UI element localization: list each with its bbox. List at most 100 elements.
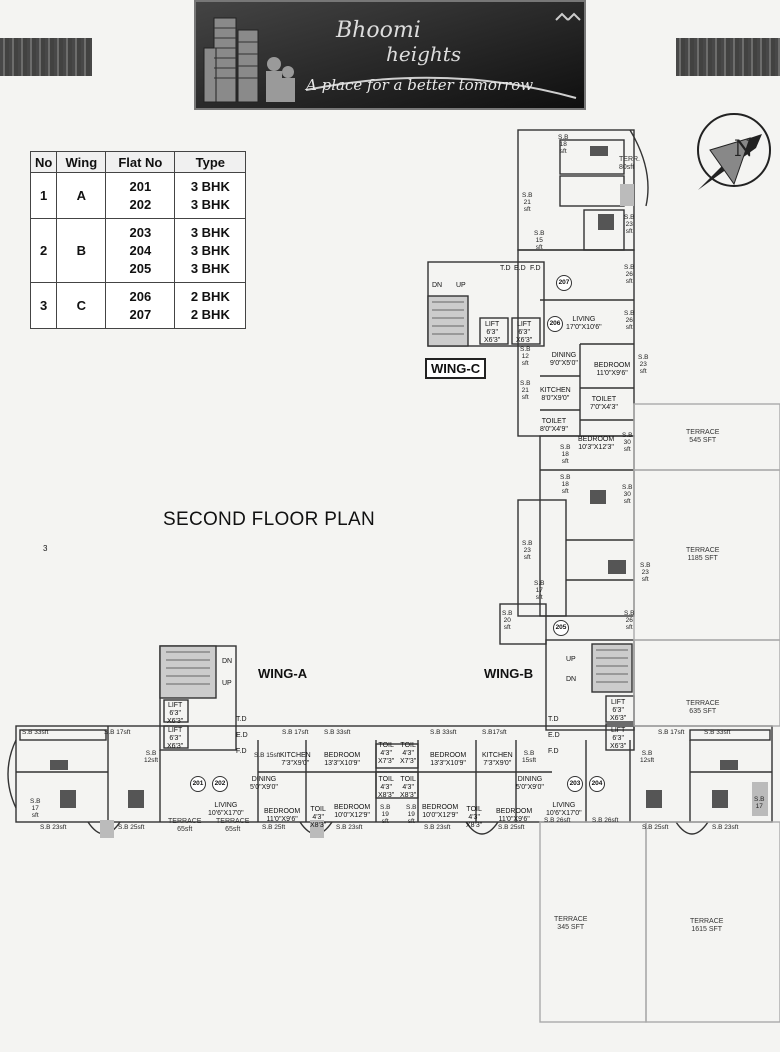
room-toil-a2: TOIL 4'3" X8'3" <box>378 776 395 799</box>
room-dining-b: DINING 5'0"X9'0" <box>516 776 544 791</box>
sb-c-26-c: S.B 26 sft <box>624 610 635 631</box>
sb-a-17-top: S.B 17sft <box>104 729 131 736</box>
duct-ed-b: E.D <box>548 732 560 739</box>
sb-a-33-b: S.B 33sft <box>324 729 351 736</box>
banner-tagline: A place for a better tomorrow <box>306 76 534 94</box>
terrace-65b: TERRACE 65sft <box>216 818 250 833</box>
sb-a-17-kitchen: S.B 17sft <box>282 729 309 736</box>
stair-c-up: UP <box>456 282 466 289</box>
terrace-345: TERRACE 345 SFT <box>554 916 588 931</box>
sb-b-26-b: S.B 26sft <box>592 817 619 824</box>
sb-a-15: S.B 15sft <box>254 752 281 759</box>
sb-c-30-b: S.B 30 sft <box>622 484 633 505</box>
room-bedroom-b3: BEDROOM 13'3"X10'9" <box>430 752 467 767</box>
table-row: 3 C 206 207 2 BHK 2 BHK <box>29 282 247 329</box>
family-graphic <box>266 57 295 102</box>
room-toil-b3: TOIL 4'3" X8'3" <box>466 806 483 829</box>
duct-ed-a: E.D <box>236 732 248 739</box>
stair-b-dn: DN <box>566 676 577 683</box>
flat-203-marker: 203 <box>567 776 583 792</box>
row-types: 2 BHK 2 BHK <box>174 282 247 329</box>
room-bedroom-b2: BEDROOM 10'0"X12'9" <box>422 804 459 819</box>
duct-td-b: T.D <box>548 716 559 723</box>
room-bedroom-b1: BEDROOM 11'0"X9'6" <box>496 808 533 823</box>
sb-c-26: S.B 26 sft <box>624 264 635 285</box>
flat-202-marker: 202 <box>212 776 228 792</box>
banner-artwork <box>196 2 584 108</box>
room-living-b: LIVING 10'6"X17'0" <box>546 802 582 817</box>
flat-206-marker: 206 <box>547 316 563 332</box>
row-no: 1 <box>29 172 58 219</box>
horizontal-wing-band <box>15 725 773 823</box>
room-dining-a: DINING 5'0"X9'0" <box>250 776 278 791</box>
flat-201-marker: 201 <box>190 776 206 792</box>
brand-banner: Bhoomi heights A place for a better tomo… <box>194 0 586 110</box>
room-bedroom-a3: BEDROOM 13'3"X10'9" <box>324 752 361 767</box>
sb-b-25: S.B 25sft <box>498 824 525 831</box>
room-bedroom-c1: BEDROOM 11'0"X9'6" <box>594 362 631 377</box>
sb-b-19: S.B 19 sft <box>406 804 417 825</box>
sb-b-17-vertical: S.B 17 <box>754 796 765 810</box>
sb-a-33: S.B 33sft <box>22 729 49 736</box>
col-wing: Wing <box>56 151 107 173</box>
duct-fd-c: F.D <box>530 265 541 272</box>
banner-title: Bhoomi <box>336 18 421 43</box>
sb-c-23-c: S.B 23 sft <box>522 540 533 561</box>
wing-b-label: WING-B <box>484 666 534 681</box>
banner-subtitle: heights <box>386 42 462 66</box>
sb-c-18-b: S.B 18 sft <box>560 444 571 465</box>
room-toil-a3: TOIL 4'3" X8'3" <box>310 806 327 829</box>
terrace-80: TERR. 80sft <box>619 156 640 171</box>
north-compass-icon: N <box>697 113 771 190</box>
stray-mark: 3 <box>43 544 48 553</box>
row-flats: 201 202 <box>105 172 176 219</box>
sb-a-12: S.B 12sft <box>144 750 159 764</box>
svg-text:N: N <box>734 137 753 162</box>
duct-td-c: T.D <box>500 265 511 272</box>
sb-c-18-c: S.B 18 sft <box>560 474 571 495</box>
sb-b-12: S.B 12sft <box>640 750 655 764</box>
room-kitchen-b: KITCHEN 7'3"X9'0" <box>482 752 513 767</box>
flat-205-marker: 205 <box>553 620 569 636</box>
sb-b-17: S.B17sft <box>482 729 507 736</box>
duct-fd-b: F.D <box>548 748 559 755</box>
sb-c-30: S.B 30 sft <box>622 432 633 453</box>
flat-204-marker: 204 <box>589 776 605 792</box>
terrace-1185: TERRACE 1185 SFT <box>686 547 720 562</box>
sb-c-23-b: S.B 23 sft <box>638 354 649 375</box>
sb-b-33-right: S.B 33sft <box>704 729 731 736</box>
stair-a-up: UP <box>222 680 232 687</box>
sb-c-12: S.B 12 sft <box>520 346 531 367</box>
sb-c-23-d: S.B 23 sft <box>640 562 651 583</box>
room-bedroom-a2: BEDROOM 10'0"X12'9" <box>334 804 371 819</box>
lift-a2: LIFT 6'3" X6'3" <box>167 727 184 750</box>
room-living-a: LIVING 10'6"X17'0" <box>208 802 244 817</box>
lift-b1: LIFT 6'3" X6'3" <box>610 699 627 722</box>
sb-c-21-b: S.B 21 sft <box>520 380 531 401</box>
lift-c1: LIFT 6'3" X6'3" <box>484 321 501 344</box>
row-flats: 206 207 <box>105 282 176 329</box>
sb-a-17-left: S.B 17 sft <box>30 798 41 819</box>
flat-207-marker: 207 <box>556 275 572 291</box>
room-toilet-c2: TOILET 7'0"X4'3" <box>590 396 618 411</box>
sb-c-26-b: S.B 26 sft <box>624 310 635 331</box>
wing-c-label: WING-C <box>425 358 487 379</box>
room-bedroom-c2: BEDROOM 10'3"X12'3" <box>578 436 615 451</box>
room-dining-c: DINING 9'0"X5'0" <box>550 352 578 367</box>
stair-b-up: UP <box>566 656 576 663</box>
lift-c2: LIFT 6'3" X6'3" <box>516 321 533 344</box>
lift-b2: LIFT 6'3" X6'3" <box>610 727 627 750</box>
sb-b-25-b: S.B 25sft <box>642 824 669 831</box>
room-bedroom-a1: BEDROOM 11'0"X9'6" <box>264 808 301 823</box>
sb-c-18: S.B 18 sft <box>558 134 569 155</box>
sb-c-21: S.B 21 sft <box>522 192 533 213</box>
room-toil-b2: TOIL 4'3" X8'3" <box>400 776 417 799</box>
scan-smudge-left <box>0 38 92 76</box>
sb-b-23-b: S.B 23sft <box>712 824 739 831</box>
plan-title: SECOND FLOOR PLAN <box>163 509 376 530</box>
row-no: 2 <box>29 218 58 283</box>
sb-b-15: S.B 15sft <box>522 750 537 764</box>
duct-ed-c: E.D <box>514 265 526 272</box>
sb-c-23: S.B 23 sft <box>624 214 635 235</box>
